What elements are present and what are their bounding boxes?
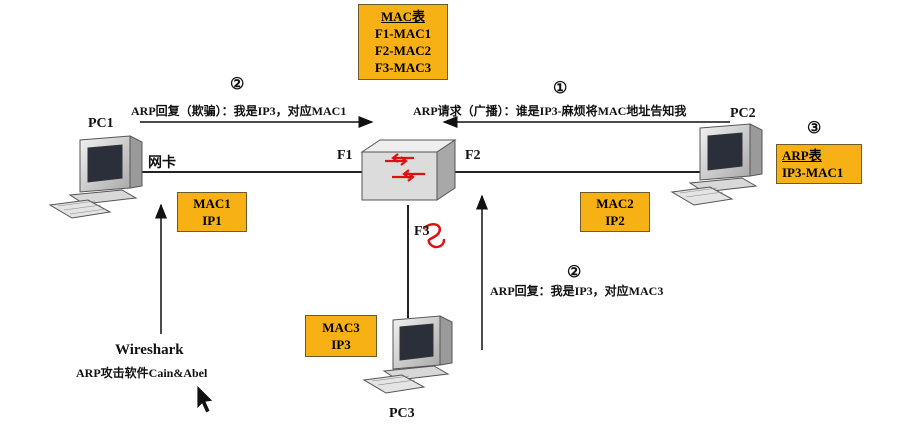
port-f3-label: F3: [414, 224, 430, 239]
attacker-desc-label: ARP攻击软件Cain&Abel: [76, 366, 208, 380]
port-f2-label: F2: [465, 148, 481, 163]
mac-table-row: F3-MAC3: [374, 60, 432, 75]
step3-number: ③: [807, 120, 822, 137]
nic-label: 网卡: [148, 156, 176, 171]
step1-number: ①: [553, 80, 568, 97]
mac-table-row: F1-MAC1: [374, 26, 432, 41]
attacker-tool-label: Wireshark: [115, 342, 184, 358]
pc1-label: PC1: [88, 116, 114, 131]
pc2-computer-icon: [670, 123, 763, 206]
step2-top-number: ②: [230, 76, 245, 93]
pc2-ip: IP2: [605, 213, 625, 228]
pc1-info-box: MAC1 IP1: [177, 192, 247, 232]
arp-table-row: IP3-MAC1: [782, 165, 844, 180]
mouse-cursor-icon: [196, 384, 214, 414]
arp-table-title: ARP表: [782, 148, 822, 163]
mac-table-box: MAC表 F1-MAC1 F2-MAC2 F3-MAC3: [358, 4, 448, 80]
pc1-mac: MAC1: [193, 196, 231, 211]
port-f1-label: F1: [337, 148, 353, 163]
step2-bottom-number: ②: [567, 264, 582, 281]
pc2-label: PC2: [730, 106, 756, 121]
pc2-info-box: MAC2 IP2: [580, 192, 650, 232]
step2-top-text: ARP回复（欺骗）：我是IP3，对应MAC1: [131, 104, 347, 118]
pc1-computer-icon: [48, 135, 143, 219]
pc3-mac: MAC3: [322, 320, 360, 335]
step2-bottom-text: ARP回复：我是IP3，对应MAC3: [490, 284, 664, 298]
pc3-computer-icon: [362, 315, 453, 394]
pc3-info-box: MAC3 IP3: [305, 315, 377, 357]
step1-text: ARP请求（广播）：谁是IP3-麻烦将MAC地址告知我: [413, 104, 687, 118]
pc3-label: PC3: [389, 406, 415, 421]
pc2-mac: MAC2: [596, 196, 634, 211]
red-annotation-mark: [422, 223, 446, 249]
mac-table-title: MAC表: [380, 9, 426, 24]
switch-icon: [360, 139, 457, 201]
pc3-ip: IP3: [331, 337, 351, 352]
arp-table-box: ARP表 IP3-MAC1: [776, 144, 862, 184]
mac-table-row: F2-MAC2: [374, 43, 432, 58]
pc1-ip: IP1: [202, 213, 222, 228]
